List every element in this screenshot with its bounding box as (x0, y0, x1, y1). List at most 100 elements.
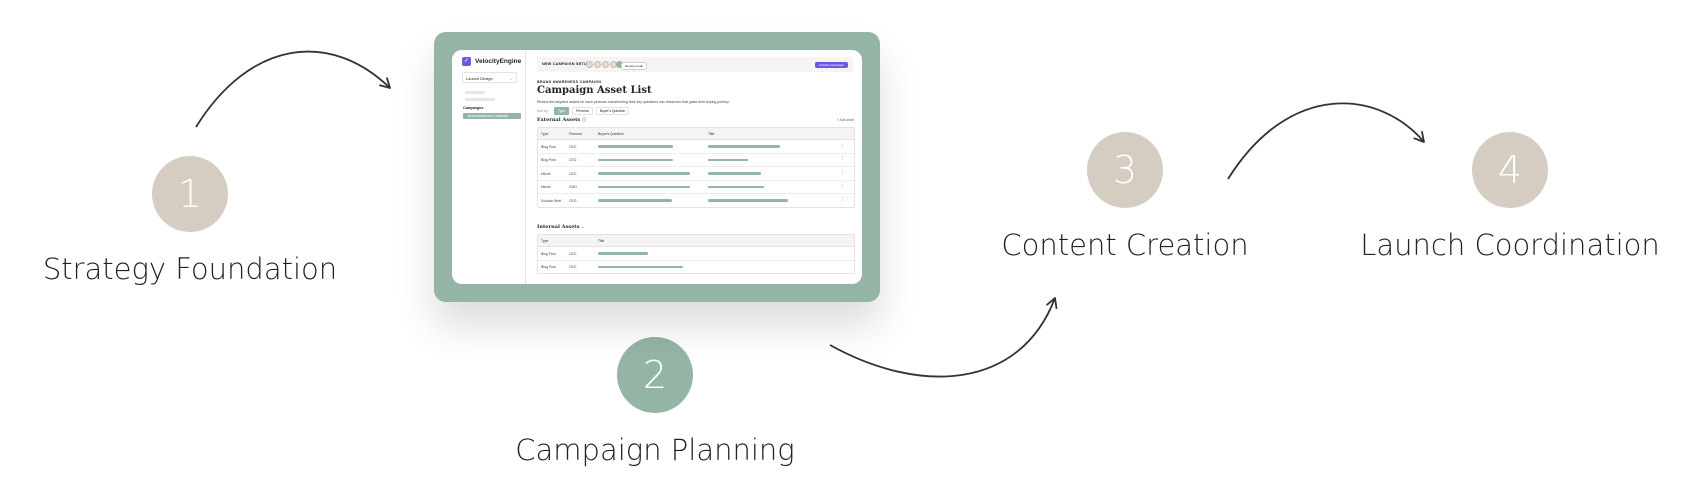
chevron-down-icon: ⌄ (581, 224, 585, 229)
title-bar (708, 199, 788, 202)
topbar-title: NEW CAMPAIGN SETUP (542, 62, 590, 66)
chevron-down-icon: ⌄ (509, 76, 513, 81)
cell-persona: CEO (569, 198, 577, 203)
step-content-creation: 3 Content Creation (975, 132, 1275, 262)
logo-text: VelocityEngine (475, 58, 522, 65)
step-label: Content Creation (1001, 228, 1249, 262)
table-row[interactable]: Solution Brief CEO ⋮ (538, 194, 854, 207)
cell-persona: CEO (569, 158, 577, 162)
table-header: Type Persona Buyer's Question Title (538, 128, 854, 140)
main-content: NEW CAMPAIGN SETUP Review mode Activate … (528, 50, 862, 284)
internal-assets-table: Type Title Blog Post CEO Blog Post CEO (537, 234, 855, 274)
add-asset-button[interactable]: + Add Asset (837, 118, 854, 122)
step-launch-coordination: 4 Launch Coordination (1360, 132, 1660, 262)
cell-type: Solution Brief (541, 198, 562, 203)
arrow-1-to-2 (195, 50, 391, 128)
table-row[interactable]: Blog Post CEO ⋮ (538, 154, 854, 167)
page-description: Review the targeted assets for each pers… (537, 100, 730, 104)
workspace-select[interactable]: Launch Design ⌄ (462, 72, 517, 83)
question-bar (598, 185, 690, 188)
sidebar: ✓ VelocityEngine Launch Design ⌄ Campaig… (452, 50, 526, 284)
more-options-icon[interactable]: ⋮ (840, 182, 845, 188)
step-number-badge: 1 (152, 156, 228, 232)
question-bar (598, 158, 673, 161)
sort-option-persona[interactable]: Persona (572, 107, 593, 115)
more-options-icon[interactable]: ⋮ (840, 141, 845, 148)
sort-option-type[interactable]: Type (553, 107, 570, 115)
cell-persona: CEO (569, 171, 577, 176)
sidebar-placeholder-item[interactable] (465, 98, 495, 101)
title-bar (708, 145, 780, 148)
progress-step-icon (602, 61, 609, 68)
sort-row: Sort by: Type Persona Buyer's Question (537, 107, 630, 115)
info-icon: ⓘ (582, 117, 586, 122)
cell-type: eBook (541, 171, 551, 176)
table-row[interactable]: eBook CMO ⋮ (538, 181, 854, 194)
sidebar-item-active-campaign[interactable]: Brand Awareness Campaign (463, 113, 521, 119)
top-bar: NEW CAMPAIGN SETUP Review mode Activate … (537, 57, 853, 72)
more-options-icon[interactable]: ⋮ (840, 195, 845, 202)
step-number-badge: 2 (617, 337, 693, 413)
title-bar (708, 185, 764, 188)
activate-campaign-button[interactable]: Activate Campaign (814, 61, 848, 68)
cell-persona: CEO (569, 265, 577, 269)
step-label: Launch Coordination (1360, 228, 1660, 262)
column-header: Type (541, 238, 549, 243)
logo: ✓ VelocityEngine (462, 57, 521, 66)
cell-type: eBook (541, 185, 551, 189)
logo-icon: ✓ (462, 57, 471, 66)
cell-persona: CEO (569, 144, 577, 149)
arrow-2-to-3 (829, 297, 1058, 378)
question-bar (598, 199, 672, 202)
title-bar (708, 172, 761, 175)
title-bar (708, 158, 748, 161)
more-options-icon[interactable]: ⋮ (840, 168, 845, 175)
progress-step-icon (586, 61, 593, 68)
table-row[interactable]: eBook CEO ⋮ (538, 167, 854, 181)
table-header: Type Title (538, 235, 854, 247)
step-number-badge: 3 (1087, 132, 1163, 208)
sort-option-question[interactable]: Buyer's Question (595, 107, 630, 115)
sort-label: Sort by: (537, 109, 549, 113)
cell-type: Blog Post (541, 265, 556, 269)
progress-step-icon (594, 61, 601, 68)
page-eyebrow: BRAND AWARENESS CAMPAIGN (537, 80, 602, 84)
more-options-icon[interactable]: ⋮ (840, 155, 845, 161)
table-row[interactable]: Blog Post CEO (538, 247, 854, 261)
step-campaign-planning: 2 Campaign Planning (505, 337, 805, 467)
page-title: Campaign Asset List (537, 85, 652, 96)
table-row[interactable]: Blog Post CEO (538, 261, 854, 274)
cell-type: Blog Post (541, 144, 556, 149)
step-strategy-foundation: 1 Strategy Foundation (40, 156, 340, 286)
title-bar (598, 265, 683, 268)
cell-persona: CEO (569, 251, 577, 256)
cell-type: Blog Post (541, 251, 556, 256)
question-bar (598, 145, 673, 148)
workspace-select-label: Launch Design (466, 76, 493, 81)
external-assets-table: Type Persona Buyer's Question Title Blog… (537, 127, 855, 208)
screenshot-frame: ✓ VelocityEngine Launch Design ⌄ Campaig… (434, 32, 880, 302)
app-screenshot: ✓ VelocityEngine Launch Design ⌄ Campaig… (452, 50, 862, 284)
step-label: Strategy Foundation (42, 252, 338, 286)
column-header: Title (598, 238, 605, 243)
column-header: Type (541, 131, 549, 136)
column-header: Persona (569, 131, 582, 136)
external-assets-title[interactable]: External Assets ⓘ (537, 117, 586, 123)
sidebar-placeholder-item[interactable] (465, 91, 485, 94)
arrow-3-to-4 (1227, 102, 1425, 180)
internal-assets-title[interactable]: Internal Assets ⌄ (537, 224, 585, 230)
cell-type: Blog Post (541, 158, 556, 162)
title-bar (598, 252, 648, 255)
sidebar-item-campaigns[interactable]: Campaigns (463, 106, 484, 110)
question-bar (598, 172, 690, 175)
status-chip[interactable]: Review mode (621, 61, 648, 70)
table-row[interactable]: Blog Post CEO ⋮ (538, 140, 854, 154)
step-label: Campaign Planning (515, 433, 795, 467)
step-number-badge: 4 (1472, 132, 1548, 208)
section-title-text: External Assets (537, 117, 581, 123)
cell-persona: CMO (569, 185, 577, 189)
column-header: Buyer's Question (598, 131, 624, 136)
section-title-text: Internal Assets (537, 224, 580, 230)
column-header: Title (708, 131, 715, 136)
